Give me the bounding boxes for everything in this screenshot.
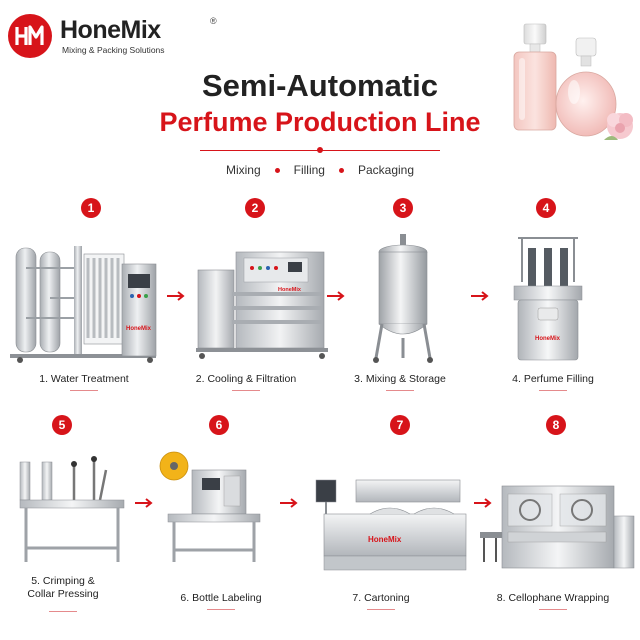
cellophane-wrapping-machine-image (480, 485, 635, 569)
brand-logo: HoneMix ® Mixing & Packing Solutions (8, 14, 217, 58)
arrow-right-icon (326, 289, 346, 301)
step-3-label: 3. Mixing & Storage (354, 373, 446, 385)
step-8-label: 8. Cellophane Wrapping (496, 592, 610, 604)
step-1-label: 1. Water Treatment (39, 373, 129, 385)
step-5-underline (49, 611, 77, 612)
step-6-number: 6 (209, 415, 229, 435)
step-5-label-text: 5. Crimping & Collar Pressing (27, 575, 99, 601)
step-3-number: 3 (393, 198, 413, 218)
step-5-label: 5. Crimping & Collar Pressing (0, 575, 138, 601)
mixing-storage-tank-image (373, 234, 433, 363)
perfume-bottles-image (513, 23, 633, 140)
stage-packaging: Packaging (357, 163, 415, 177)
brand-name: HoneMix (60, 16, 161, 44)
step-1-underline (70, 390, 98, 391)
machine-brand-mark: HoneMix (278, 287, 302, 293)
step-5-number: 5 (52, 415, 72, 435)
step-4-number: 4 (536, 198, 556, 218)
step-2-label: 2. Cooling & Filtration (195, 373, 297, 385)
stage-separator (274, 168, 280, 174)
step-2-number: 2 (245, 198, 265, 218)
arrow-right-icon (279, 496, 299, 508)
bottle-labeling-machine-image (159, 451, 261, 562)
step-2-underline (232, 390, 260, 391)
step-8-number: 8 (546, 415, 566, 435)
step-6-label: 6. Bottle Labeling (180, 592, 262, 604)
step-7-underline (367, 609, 395, 610)
perfume-filling-machine-image: HoneMix (513, 237, 583, 361)
title-line-1: Semi-Automatic (202, 68, 438, 103)
machine-brand-mark: HoneMix (126, 326, 152, 332)
brand-tagline: Mixing & Packing Solutions (62, 45, 165, 55)
title-divider-dot (317, 147, 323, 153)
step-3-underline (386, 390, 414, 391)
stage-separator (338, 168, 344, 174)
crimping-machine-image (19, 456, 125, 562)
registered-mark: ® (210, 16, 217, 26)
arrow-right-icon (473, 496, 493, 508)
stage-mixing: Mixing (225, 163, 261, 177)
arrow-right-icon (166, 289, 186, 301)
stage-filling: Filling (293, 163, 325, 177)
machine-brand-mark: HoneMix (368, 535, 402, 544)
water-treatment-machine-image: HoneMix (10, 246, 157, 363)
machine-brand-mark: HoneMix (535, 336, 561, 342)
step-1-number: 1 (81, 198, 101, 218)
arrow-right-icon (470, 289, 490, 301)
step-7-label: 7. Cartoning (352, 592, 410, 604)
title-line-2: Perfume Production Line (159, 107, 481, 137)
stage-list: Mixing Filling Packaging (0, 163, 640, 177)
step-7-number: 7 (390, 415, 410, 435)
arrow-right-icon (134, 496, 154, 508)
hm-monogram-icon (8, 14, 52, 58)
step-8-underline (539, 609, 567, 610)
step-4-underline (539, 390, 567, 391)
step-4-label: 4. Perfume Filling (512, 373, 594, 385)
cartoning-machine-image: HoneMix (315, 479, 467, 571)
step-6-underline (207, 609, 235, 610)
cooling-filtration-machine-image: HoneMix (196, 251, 328, 359)
